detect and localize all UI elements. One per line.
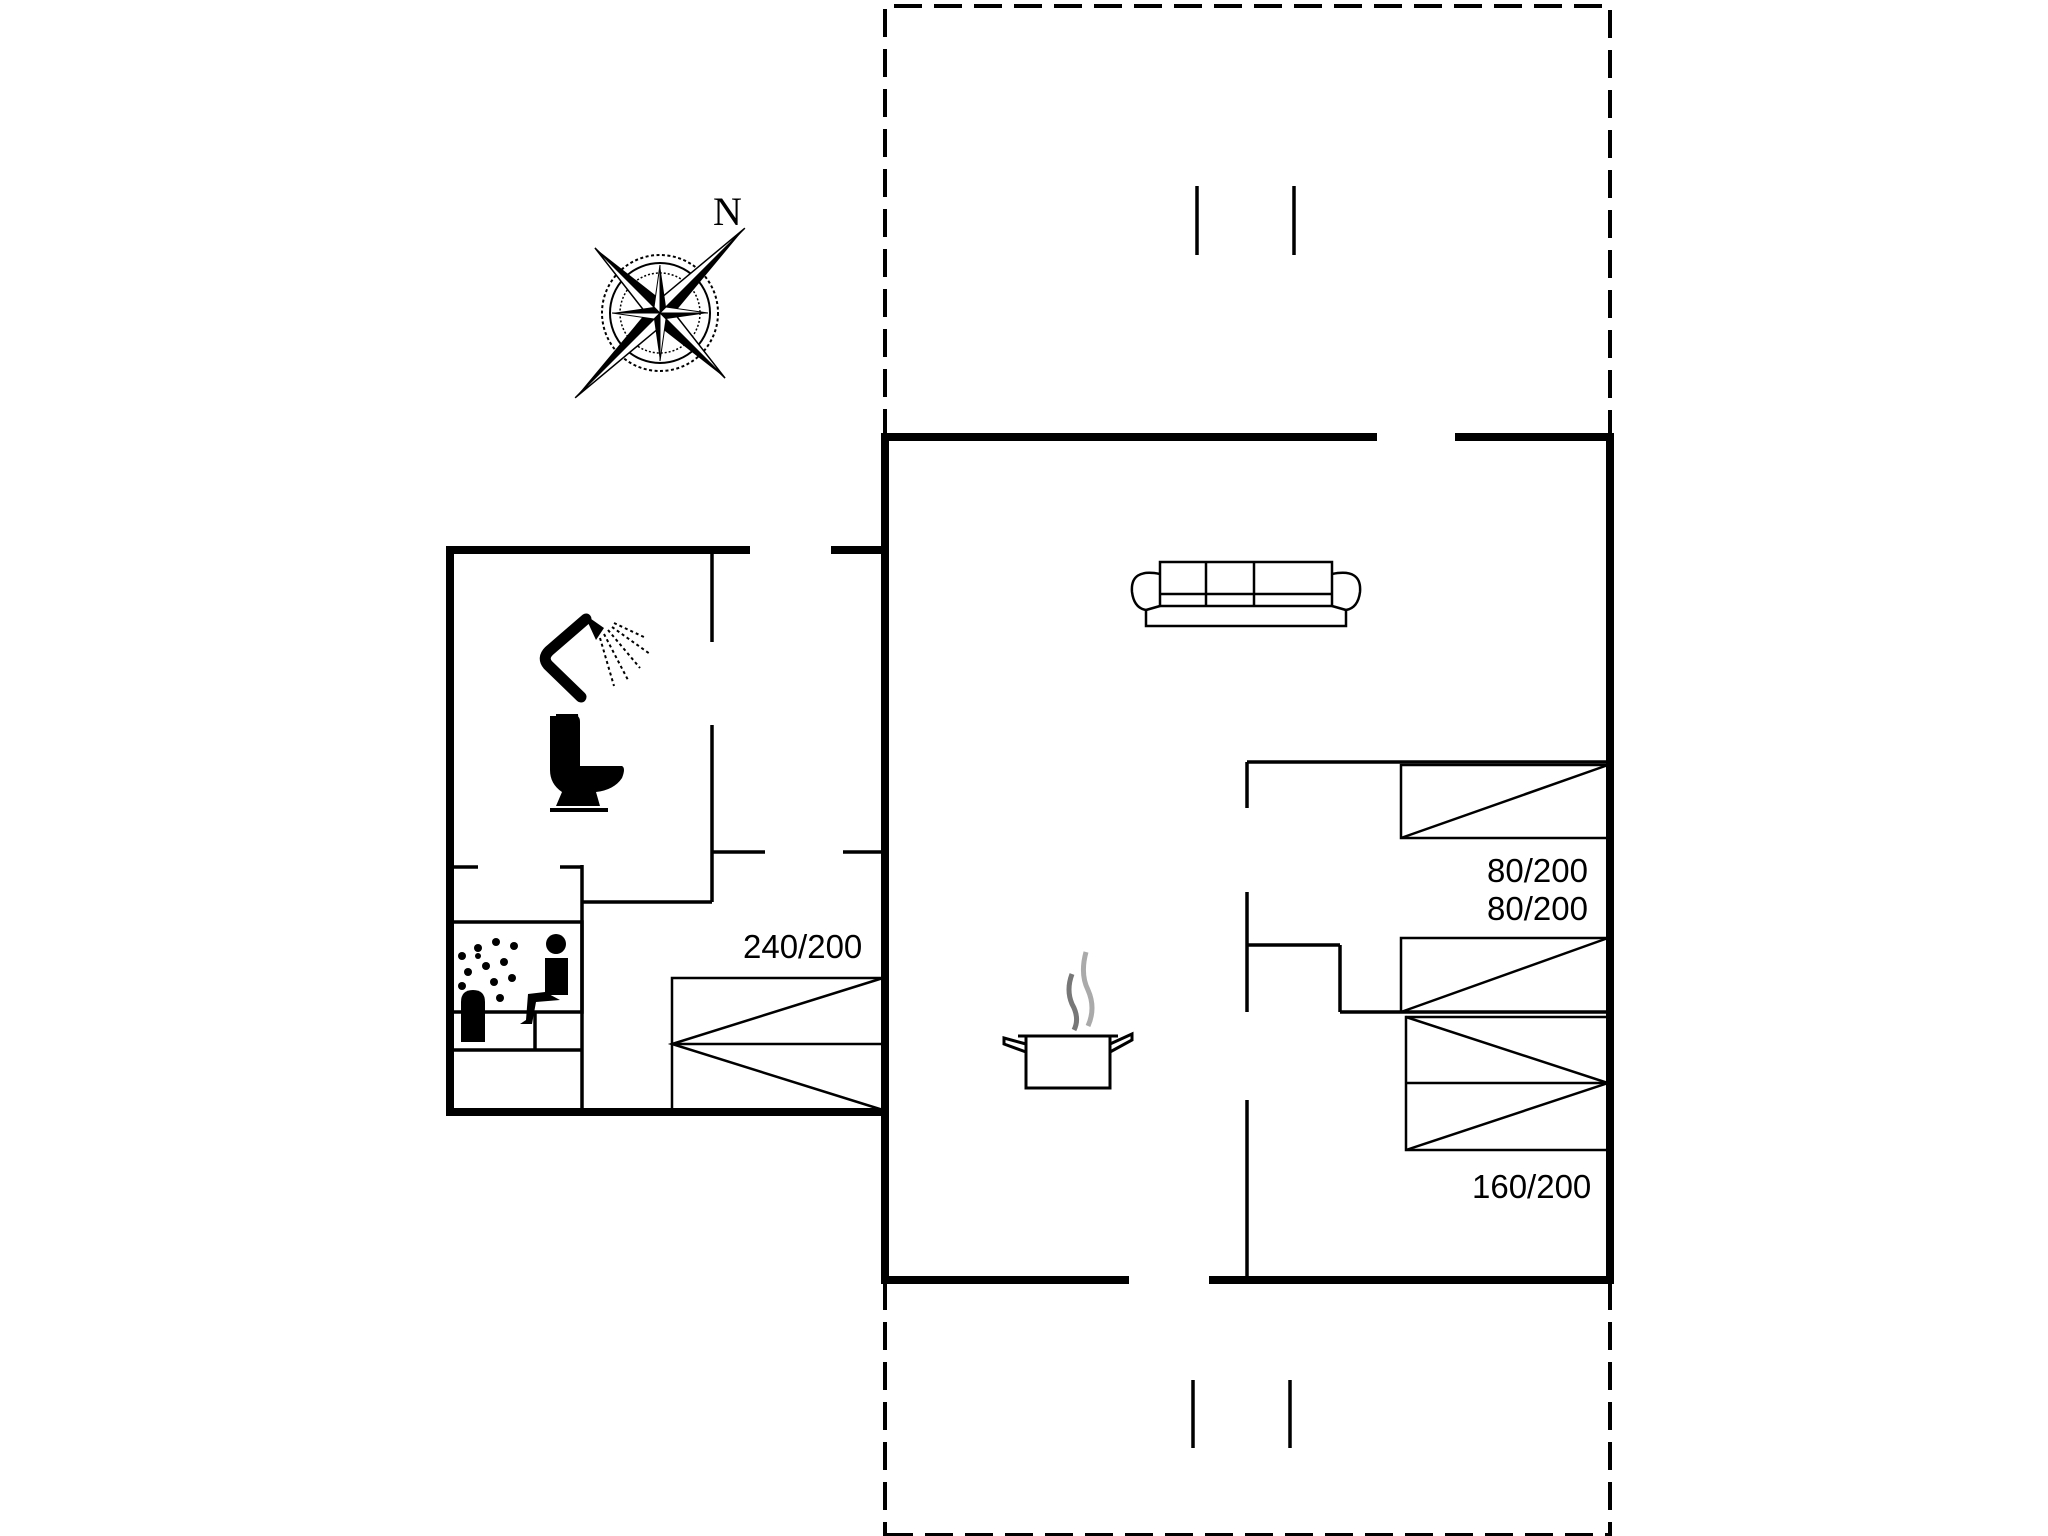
- shower-icon: [539, 613, 651, 703]
- compass-rose-icon: [574, 227, 746, 399]
- cooking-pot-icon: [1002, 951, 1134, 1090]
- interior-walls: [450, 550, 1610, 1280]
- bed-80-lower: [1399, 936, 1610, 1014]
- bed-80-upper: [1399, 763, 1610, 840]
- bed-label-80-upper: 80/200: [1487, 852, 1588, 889]
- bed-label-160: 160/200: [1472, 1168, 1591, 1205]
- sofa-icon: [1130, 560, 1362, 628]
- terrace-south: [883, 1282, 1612, 1536]
- exterior-walls: [446, 433, 1614, 1284]
- sauna-icon: [450, 920, 584, 1052]
- toilet-icon: [550, 714, 624, 812]
- terrace-north: [883, 4, 1612, 437]
- bed-240: [667, 976, 885, 1112]
- north-label: N: [713, 189, 742, 234]
- bed-160: [1404, 1015, 1612, 1152]
- bed-label-80-lower: 80/200: [1487, 890, 1588, 927]
- bed-label-240: 240/200: [743, 928, 862, 965]
